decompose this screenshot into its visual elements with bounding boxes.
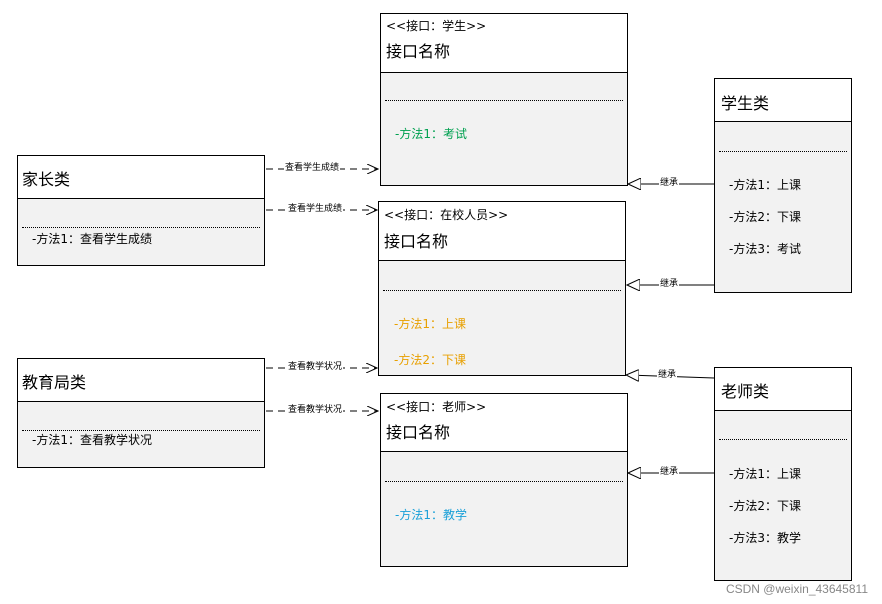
interface-staff-name: 接口名称 (384, 232, 449, 251)
divider (22, 227, 260, 228)
label-inherit-1: 继承 (659, 178, 680, 189)
interface-staff-header: <<接口：在校人员>> 接口名称 (379, 202, 625, 261)
interface-student-name: 接口名称 (386, 42, 451, 61)
class-bureau-box: 教育局类 -方法1：查看教学状况 (17, 358, 265, 468)
class-parent-name: 家长类 (22, 170, 71, 189)
interface-teacher-header: <<接口：老师>> 接口名称 (381, 394, 627, 452)
label-view-grades-2: 查看学生成绩 (287, 204, 344, 215)
interface-student-method-1: -方法1：考试 (395, 127, 467, 141)
interface-staff-box: <<接口：在校人员>> 接口名称 -方法1：上课 -方法2：下课 (378, 201, 626, 376)
interface-student-box: <<接口：学生>> 接口名称 -方法1：考试 (380, 13, 628, 186)
label-inherit-2: 继承 (659, 279, 680, 290)
class-student-name: 学生类 (721, 94, 770, 113)
divider (719, 439, 847, 440)
class-student-header: 学生类 (715, 79, 851, 122)
label-inherit-3: 继承 (657, 370, 678, 381)
interface-staff-method-1: -方法1：上课 (394, 317, 466, 331)
interface-student-stereotype: <<接口：学生>> (386, 19, 487, 33)
interface-staff-method-2: -方法2：下课 (394, 353, 466, 367)
divider (383, 290, 621, 291)
divider (22, 430, 260, 431)
class-teacher-method-3: -方法3：教学 (729, 531, 801, 545)
class-teacher-name: 老师类 (721, 382, 770, 401)
class-student-method-1: -方法1：上课 (729, 178, 801, 192)
class-teacher-method-1: -方法1：上课 (729, 467, 801, 481)
label-view-teaching-2: 查看教学状况 (287, 405, 344, 416)
class-student-method-2: -方法2：下课 (729, 210, 801, 224)
class-bureau-method-1: -方法1：查看教学状况 (32, 433, 152, 447)
class-parent-box: 家长类 -方法1：查看学生成绩 (17, 155, 265, 266)
class-bureau-header: 教育局类 (18, 359, 264, 402)
label-view-teaching-1: 查看教学状况 (287, 362, 344, 373)
label-inherit-4: 继承 (659, 467, 680, 478)
interface-student-header: <<接口：学生>> 接口名称 (381, 14, 627, 73)
interface-teacher-stereotype: <<接口：老师>> (386, 400, 487, 414)
watermark: CSDN @weixin_43645811 (725, 582, 868, 596)
class-teacher-method-2: -方法2：下课 (729, 499, 801, 513)
class-parent-method-1: -方法1：查看学生成绩 (32, 232, 152, 246)
divider (385, 481, 623, 482)
interface-teacher-name: 接口名称 (386, 423, 451, 442)
interface-teacher-method-1: -方法1：教学 (395, 508, 467, 522)
class-teacher-box: 老师类 -方法1：上课 -方法2：下课 -方法3：教学 (714, 367, 852, 581)
class-bureau-name: 教育局类 (22, 373, 87, 392)
class-student-method-3: -方法3：考试 (729, 242, 801, 256)
divider (719, 151, 847, 152)
label-view-grades-1: 查看学生成绩 (284, 163, 341, 174)
class-teacher-header: 老师类 (715, 368, 851, 411)
interface-teacher-box: <<接口：老师>> 接口名称 -方法1：教学 (380, 393, 628, 567)
interface-staff-stereotype: <<接口：在校人员>> (384, 208, 509, 222)
class-student-box: 学生类 -方法1：上课 -方法2：下课 -方法3：考试 (714, 78, 852, 293)
divider (385, 100, 623, 101)
class-parent-header: 家长类 (18, 156, 264, 199)
